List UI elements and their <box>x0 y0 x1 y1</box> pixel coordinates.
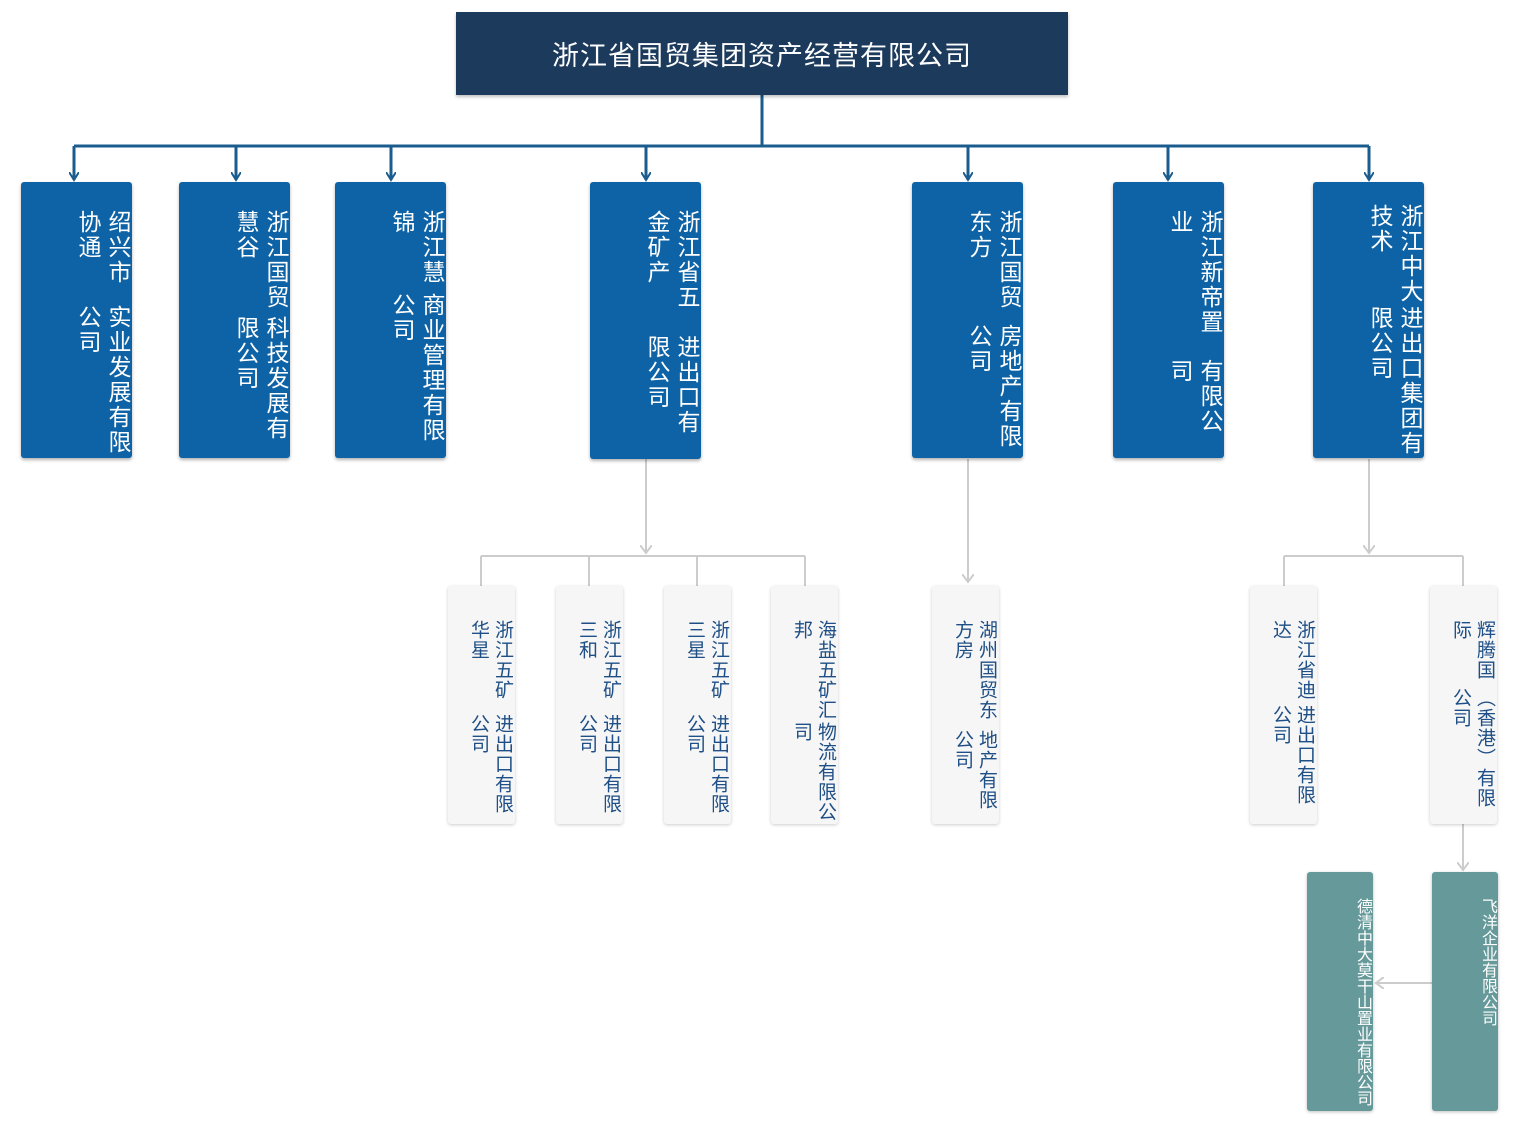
level2-name-line1: 海盐五矿汇邦 <box>791 620 837 720</box>
level2-name-line1: 浙江五矿华星 <box>468 620 514 700</box>
subsidiary-node-huijin: 浙江慧锦 商业管理有限公司 <box>335 182 446 458</box>
level2-name-line2: 进出口有限公司 <box>576 714 622 815</box>
subsidiary-name-line2: 进出口集团有限公司 <box>1366 305 1422 456</box>
level2-name-line2: 物流有限公司 <box>791 722 837 822</box>
subsidiary-name-line1: 浙江国贸东方 <box>965 210 1021 310</box>
level2-node-dida: 浙江省迪达 进出口有限公司 <box>1250 586 1317 824</box>
level2-name-line2: 进出口有限公司 <box>468 714 514 815</box>
subsidiary-name-line2: 商业管理有限公司 <box>388 292 444 443</box>
level2-name-line2: 进出口有限公司 <box>1270 705 1316 805</box>
level2-node-huzhou-dongfang: 湖州国贸东方房 地产有限公司 <box>932 586 999 824</box>
subsidiary-name-line1: 绍兴市协通 <box>74 210 130 285</box>
level2-node-sanxing: 浙江五矿三星 进出口有限公司 <box>664 586 731 824</box>
subsidiary-node-xietong: 绍兴市协通 实业发展有限公司 <box>21 182 132 458</box>
level2-name-line1: 辉腾国际 <box>1450 620 1496 680</box>
level2-name-line2: （香港）有限公司 <box>1450 688 1496 808</box>
subsidiary-name-line1: 浙江中大技术 <box>1366 204 1422 304</box>
level2-node-huiteng: 辉腾国际 （香港）有限公司 <box>1430 586 1497 824</box>
level2-name-line1: 浙江五矿三和 <box>576 620 622 700</box>
level3-node-feiyang: 飞洋企业有限公司 <box>1432 872 1498 1111</box>
subsidiary-name-line1: 浙江慧锦 <box>388 210 444 285</box>
subsidiary-name-line1: 浙江新帝置业 <box>1166 210 1222 335</box>
level2-node-sanhe: 浙江五矿三和 进出口有限公司 <box>556 586 623 824</box>
subsidiary-node-dongfang-realestate: 浙江国贸东方 房地产有限公司 <box>912 182 1023 458</box>
subsidiary-name-line2: 房地产有限公司 <box>965 324 1021 450</box>
level3-name-line2: 莫干山置业有限公司 <box>1354 962 1373 1106</box>
subsidiary-name-line2: 实业发展有限公司 <box>74 305 130 456</box>
level2-name-line1: 浙江五矿三星 <box>684 620 730 700</box>
subsidiary-node-xindi: 浙江新帝置业 有限公司 <box>1113 182 1224 458</box>
subsidiary-node-zhongda: 浙江中大技术 进出口集团有限公司 <box>1313 182 1424 458</box>
subsidiary-name-line2: 进出口有限公司 <box>643 334 699 435</box>
root-company-node: 浙江省国贸集团资产经营有限公司 <box>456 12 1068 95</box>
level2-name-line2: 地产有限公司 <box>952 729 998 810</box>
subsidiary-node-huigu: 浙江国贸慧谷 科技发展有限公司 <box>179 182 290 458</box>
level2-node-huaxing: 浙江五矿华星 进出口有限公司 <box>448 586 515 824</box>
root-company-name: 浙江省国贸集团资产经营有限公司 <box>552 41 972 72</box>
subsidiary-name-line2: 科技发展有限公司 <box>232 316 288 442</box>
level2-name-line1: 浙江省迪达 <box>1270 620 1316 700</box>
subsidiary-name-line2: 有限公司 <box>1166 358 1222 434</box>
level2-name-line1: 湖州国贸东方房 <box>952 620 998 720</box>
level2-node-huibang: 海盐五矿汇邦 物流有限公司 <box>771 586 838 824</box>
level3-name-line1: 德清中大 <box>1354 898 1373 962</box>
subsidiary-node-minmetals: 浙江省五金矿产 进出口有限公司 <box>590 182 701 459</box>
level3-name-line1: 飞洋企业有限公司 <box>1479 898 1498 1026</box>
level2-name-line2: 进出口有限公司 <box>684 714 730 815</box>
subsidiary-name-line1: 浙江国贸慧谷 <box>232 210 288 310</box>
subsidiary-name-line1: 浙江省五金矿产 <box>643 210 699 310</box>
level3-node-moganshan: 德清中大 莫干山置业有限公司 <box>1307 872 1373 1111</box>
